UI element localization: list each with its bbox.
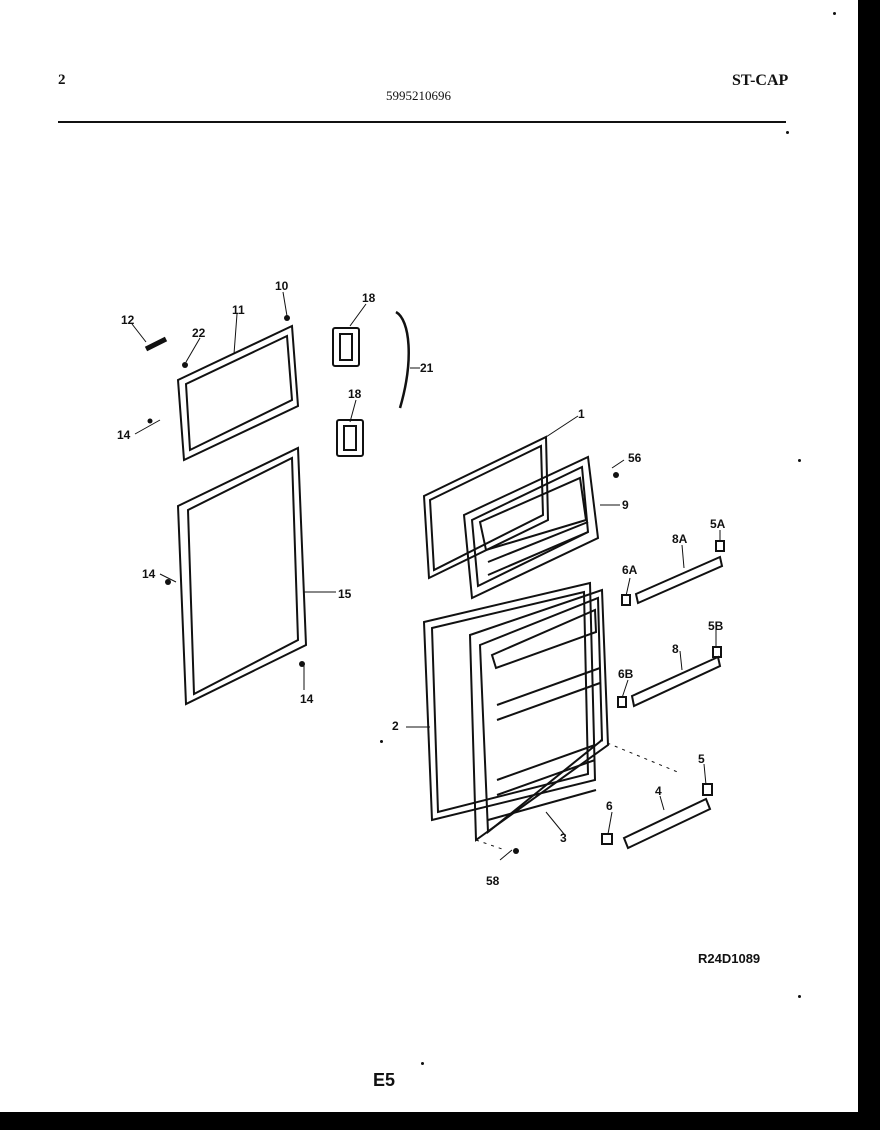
part-8a-shelf-bar [634,555,724,605]
part-3-fresh-food-liner [468,588,610,842]
part-9-freezer-door-liner [462,455,600,600]
callout-11: 11 [232,303,245,317]
part-15-fresh-food-gasket [176,446,308,706]
callout-12: 12 [121,313,135,327]
callout-3: 3 [560,831,567,845]
part-1-freezer-door-outer [422,435,550,580]
series-code: ST-CAP [732,72,789,89]
scan-speck [833,12,836,15]
drawing-id: R24D1089 [698,951,761,966]
scan-speck [421,1062,424,1065]
part-18-hinge-lower [336,419,364,457]
parts-diagram-sheet: 2 5995210696 ST-CAP [0,0,858,1112]
callout-14-middle: 14 [142,567,156,581]
callout-1: 1 [578,407,585,421]
callout-8a: 8A [672,532,688,546]
callout-5b: 5B [708,619,724,633]
header-rule [58,121,786,123]
part-8-shelf-bar [630,655,722,708]
part-21-wire [395,310,410,409]
part-6a-clip [621,594,631,606]
part-6-clip [601,833,613,845]
callout-9: 9 [622,498,629,512]
part-6b-clip [617,696,627,708]
part-5-clip [702,783,713,796]
part-11-freezer-gasket [176,324,300,462]
page-number: 2 [58,72,66,88]
callout-21: 21 [420,361,434,375]
callout-22: 22 [192,326,206,340]
callout-6b: 6B [618,667,634,681]
callout-6: 6 [606,799,613,813]
callout-58: 58 [486,874,500,888]
exploded-view-diagram: 12 22 11 10 18 21 18 14 14 15 14 1 56 9 … [117,279,726,888]
callout-18-upper: 18 [362,291,376,305]
scan-speck [798,995,801,998]
callout-5: 5 [698,752,705,766]
page-code: E5 [373,1070,396,1090]
callout-4: 4 [655,784,662,798]
callout-6a: 6A [622,563,638,577]
callout-56: 56 [628,451,642,465]
callout-18-lower: 18 [348,387,362,401]
part-2-fresh-food-door-outer [422,581,597,822]
callout-5a: 5A [710,517,726,531]
callout-2: 2 [392,719,399,733]
part-5a-clip [715,540,725,552]
scan-speck [380,740,383,743]
part-5b-clip [712,646,722,658]
part-4-shelf-bar [622,797,712,850]
callout-15: 15 [338,587,352,601]
callout-10: 10 [275,279,289,293]
part-18-hinge-upper [332,327,360,367]
model-number: 5995210696 [386,88,451,103]
part-12-pin [144,336,168,352]
scan-speck [798,459,801,462]
callout-8: 8 [672,642,679,656]
callout-14-upper: 14 [117,428,131,442]
scan-speck [786,131,789,134]
callout-14-lower: 14 [300,692,314,706]
